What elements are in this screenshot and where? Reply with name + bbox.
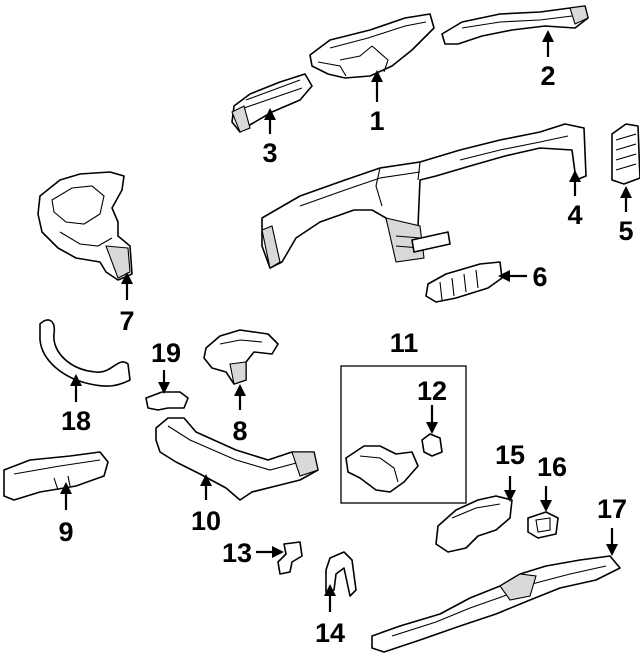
- arrow-5-head: [620, 186, 632, 198]
- part-8-duct-piece[interactable]: [203, 329, 279, 385]
- part-18-hose[interactable]: [39, 319, 131, 387]
- part-12-clip[interactable]: [421, 433, 443, 457]
- callout-5: 5: [618, 216, 633, 246]
- part-19-connector[interactable]: [145, 391, 189, 411]
- arrow-12-head: [426, 422, 438, 434]
- part-16-cap[interactable]: [527, 511, 559, 539]
- callout-19: 19: [151, 338, 181, 368]
- callout-4: 4: [567, 200, 582, 230]
- callout-7: 7: [119, 306, 134, 336]
- arrow-8-head: [234, 384, 246, 396]
- callout-6: 6: [532, 262, 547, 292]
- callout-17: 17: [597, 494, 627, 524]
- part-10-floor-duct[interactable]: [155, 417, 319, 501]
- part-13-small-bracket[interactable]: [277, 541, 303, 575]
- arrow-17-head: [606, 544, 618, 556]
- part-6-small-duct[interactable]: [425, 261, 503, 303]
- callout-2: 2: [540, 61, 555, 91]
- arrow-9-head: [60, 482, 72, 494]
- arrow-3-head: [264, 108, 276, 120]
- part-1-center-duct[interactable]: [309, 13, 435, 79]
- part-2-side-duct[interactable]: [441, 5, 589, 45]
- callout-3: 3: [262, 138, 277, 168]
- callout-18: 18: [61, 406, 91, 436]
- callout-16: 16: [537, 452, 567, 482]
- arrow-1-head: [371, 70, 383, 82]
- callout-10: 10: [191, 506, 221, 536]
- callout-8: 8: [232, 416, 247, 446]
- arrow-15-head: [504, 490, 516, 502]
- part-3-vent-outlet[interactable]: [231, 73, 313, 133]
- arrow-16-head: [540, 500, 552, 512]
- part-17-rear-duct[interactable]: [371, 555, 621, 653]
- callout-9: 9: [58, 517, 73, 547]
- callout-15: 15: [495, 440, 525, 470]
- part-7-heater-unit[interactable]: [37, 171, 133, 281]
- arrow-4-head: [569, 170, 581, 182]
- arrow-6-head: [498, 270, 510, 282]
- leader-arrows: [60, 30, 632, 612]
- part-11-bracket-assembly[interactable]: [345, 445, 419, 493]
- arrow-2-head: [542, 30, 554, 42]
- callout-13: 13: [222, 538, 252, 568]
- part-9-bracket[interactable]: [3, 451, 109, 501]
- callout-11: 11: [390, 328, 419, 358]
- arrow-13-head: [272, 546, 284, 558]
- arrow-14-head: [324, 584, 336, 596]
- part-11-group-box: [340, 365, 467, 504]
- part-15-duct-elbow[interactable]: [435, 495, 513, 553]
- callout-12: 12: [417, 376, 447, 406]
- callout-1: 1: [369, 106, 384, 136]
- arrow-7-head: [121, 272, 133, 284]
- callout-labels: 1 2 3 4 5 6 7 8 9 10 11 12 13 14 15 16 1…: [58, 61, 633, 648]
- arrow-19-head: [158, 382, 170, 394]
- arrow-18-head: [70, 374, 82, 386]
- callout-14: 14: [315, 618, 345, 648]
- part-14-bracket[interactable]: [325, 551, 357, 597]
- arrow-10-head: [200, 474, 212, 486]
- part-4-main-duct[interactable]: [261, 123, 587, 269]
- part-5-side-vent[interactable]: [611, 123, 640, 185]
